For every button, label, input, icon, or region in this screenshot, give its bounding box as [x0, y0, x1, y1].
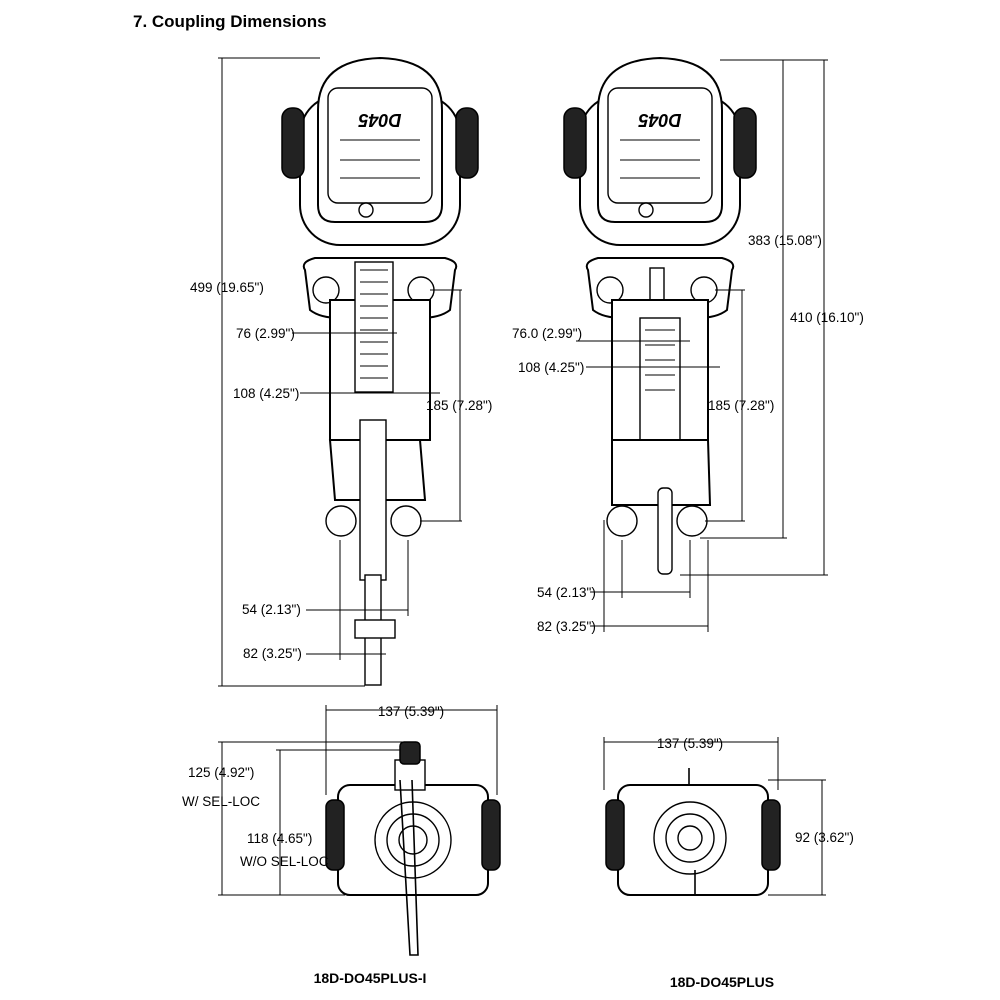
left-lower-pin [325, 505, 357, 537]
right-dimension-lines [576, 59, 828, 632]
left-pin-spacing-label: 185 (7.28") [426, 398, 492, 413]
left-height-without-sel-loc-label: 118 (4.65") [247, 831, 312, 846]
label-plate [607, 87, 713, 204]
right-pin-spacing-label: 185 (7.28") [708, 398, 774, 413]
left-without-sel-loc-caption: W/O SEL-LOC [240, 854, 329, 869]
left-upper-pin [596, 276, 624, 304]
left-top-width-label: 137 (5.39") [378, 704, 444, 719]
lanyard-blade [399, 779, 419, 956]
right-bumper [455, 107, 479, 179]
plunger [657, 487, 673, 575]
left-upper-pin [312, 276, 340, 304]
release-ring [638, 202, 654, 218]
left-lower-pin [606, 505, 638, 537]
left-overall-height-label: 499 (19.65") [190, 280, 264, 295]
right-bumper [481, 799, 501, 871]
right-lower-pin [390, 505, 422, 537]
sel-loc-cap [399, 741, 421, 765]
right-front-view: D045 [563, 56, 757, 575]
left-lower-inner-width-label: 54 (2.13") [242, 602, 301, 617]
label-plate [327, 87, 433, 204]
left-with-sel-loc-caption: W/ SEL-LOC [182, 794, 260, 809]
left-top-view [325, 741, 501, 956]
right-top-dimension-lines [603, 737, 826, 896]
left-outer-width-label: 108 (4.25") [233, 386, 299, 401]
left-bumper [281, 107, 305, 179]
right-bumper [733, 107, 757, 179]
left-dimension-lines [218, 57, 462, 687]
right-top-view [605, 768, 781, 896]
right-inner-width-label: 76.0 (2.99") [512, 326, 582, 341]
right-lower-inner-width-label: 54 (2.13") [537, 585, 596, 600]
right-height-b-label: 410 (16.10") [790, 310, 864, 325]
left-lower-outer-width-label: 82 (3.25") [243, 646, 302, 661]
warning-label [639, 317, 681, 454]
left-model-caption: 18D-DO45PLUS-I [314, 970, 427, 986]
left-height-with-sel-loc-label: 125 (4.92") [188, 765, 254, 780]
lower-body [611, 439, 712, 506]
left-bumper [563, 107, 587, 179]
left-bumper [325, 799, 345, 871]
left-top-dimension-lines [218, 705, 498, 896]
right-height-a-label: 383 (15.08") [748, 233, 822, 248]
blade-clamp [354, 619, 396, 639]
left-inner-width-label: 76 (2.99") [236, 326, 295, 341]
center-shaft [359, 419, 387, 581]
left-front-view: D045 [281, 56, 479, 686]
release-ring [358, 202, 374, 218]
brand-mark: D045 [637, 110, 681, 130]
center-hub [677, 825, 703, 851]
right-top-width-label: 137 (5.39") [657, 736, 723, 751]
right-model-caption: 18D-DO45PLUS [670, 974, 774, 990]
right-bumper [761, 799, 781, 871]
sel-loc-grip [354, 261, 394, 393]
right-outer-width-label: 108 (4.25") [518, 360, 584, 375]
right-lower-pin [676, 505, 708, 537]
right-top-height-label: 92 (3.62") [795, 830, 854, 845]
left-bumper [605, 799, 625, 871]
right-lower-outer-width-label: 82 (3.25") [537, 619, 596, 634]
grip-dots [360, 269, 388, 379]
brand-mark: D045 [357, 110, 401, 130]
page-title: 7. Coupling Dimensions [133, 12, 327, 31]
